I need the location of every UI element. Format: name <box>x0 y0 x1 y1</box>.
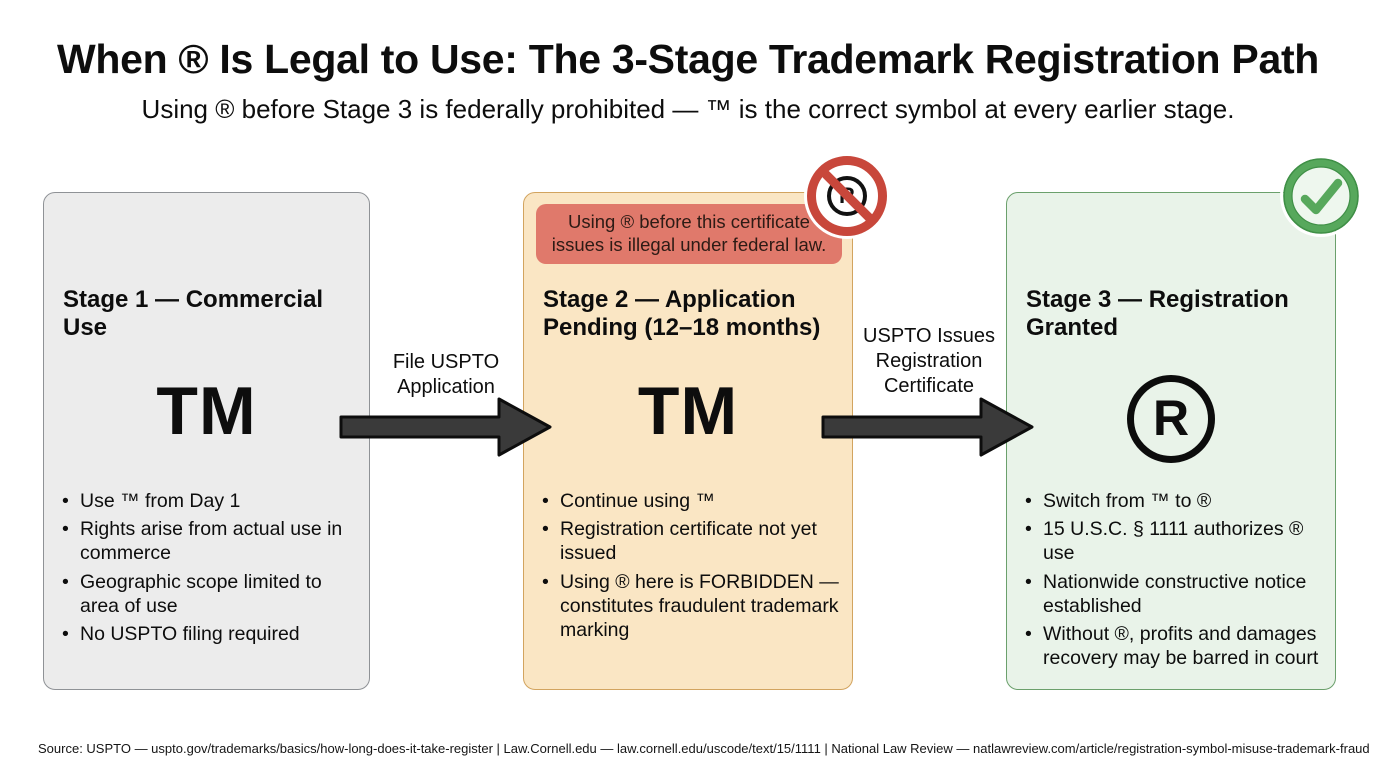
tm-symbol-stage2: TM <box>637 373 739 449</box>
registered-r-icon: R <box>1127 375 1215 463</box>
bullet-item: Geographic scope limited to area of use <box>58 570 361 618</box>
stage3-card: Stage 3 — Registration Granted R Switch … <box>1006 192 1336 690</box>
page-title: When ® Is Legal to Use: The 3-Stage Trad… <box>56 36 1320 82</box>
right-arrow-icon <box>339 397 552 457</box>
stage1-card: Stage 1 — Commercial Use TM Use ™ from D… <box>43 192 370 690</box>
no-registered-symbol-icon: R <box>807 156 887 236</box>
stage1-bullet-list: Use ™ from Day 1 Rights arise from actua… <box>58 489 361 650</box>
bullet-item: No USPTO filing required <box>58 622 361 646</box>
arrow2-label: USPTO Issues Registration Certificate <box>863 325 995 397</box>
stage2-bullet-list: Continue using ™ Registration certificat… <box>538 489 844 646</box>
arrow1-label: File USPTO Application <box>392 351 500 398</box>
stage1-heading: Stage 1 — Commercial Use <box>63 286 324 341</box>
bullet-item: Continue using ™ <box>538 489 844 513</box>
stage3-bullet-list: Switch from ™ to ® 15 U.S.C. § 1111 auth… <box>1021 489 1327 674</box>
illegal-use-warning-banner: Using ® before this certificate issues i… <box>536 204 842 264</box>
bullet-item: Registration certificate not yet issued <box>538 517 844 565</box>
bullet-item: Use ™ from Day 1 <box>58 489 361 513</box>
right-arrow-icon <box>821 397 1034 457</box>
page-subtitle: Using ® before Stage 3 is federally proh… <box>141 94 1235 124</box>
bullet-item: Without ®, profits and damages recovery … <box>1021 622 1327 670</box>
tm-symbol-stage1: TM <box>156 373 257 449</box>
approved-check-icon <box>1283 158 1359 234</box>
stage2-heading: Stage 2 — Application Pending (12–18 mon… <box>543 286 821 341</box>
bullet-item: Nationwide constructive notice establish… <box>1021 570 1327 618</box>
bullet-item: Rights arise from actual use in commerce <box>58 517 361 565</box>
bullet-item: Switch from ™ to ® <box>1021 489 1327 513</box>
bullet-item: 15 U.S.C. § 1111 authorizes ® use <box>1021 517 1327 565</box>
bullet-item: Using ® here is FORBIDDEN — constitutes … <box>538 570 844 643</box>
registered-symbol-stage3: R <box>1007 375 1335 463</box>
source-citation: Source: USPTO — uspto.gov/trademarks/bas… <box>38 741 1370 756</box>
stage2-card: Using ® before this certificate issues i… <box>523 192 853 690</box>
stage3-heading: Stage 3 — Registration Granted <box>1026 286 1289 341</box>
